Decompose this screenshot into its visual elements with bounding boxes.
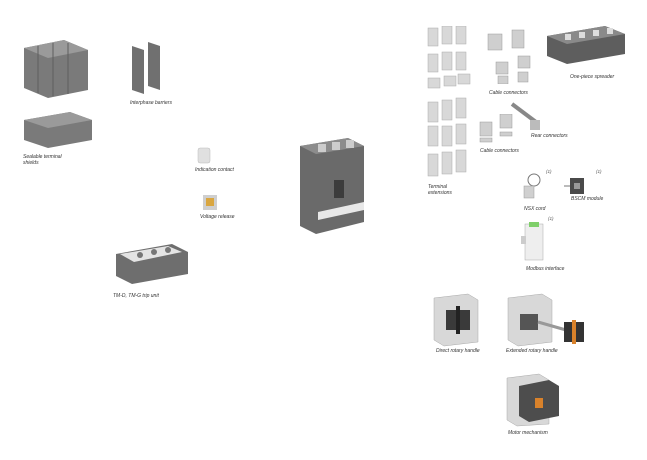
cable-connectors-bottom-image [478, 114, 518, 146]
footnote-bscm-module: (1) [596, 169, 602, 174]
one-piece-spreader-image [545, 24, 627, 64]
long-terminal-shield-image [20, 38, 90, 100]
voltage-release-image [201, 192, 219, 212]
label-modbus-interface: Modbus interface [526, 266, 565, 272]
label-direct-rotary-handle: Direct rotary handle [436, 348, 480, 354]
modbus-interface-image [519, 220, 547, 262]
extended-rotary-handle-image [506, 292, 588, 348]
label-terminal-extensions: Terminal extensions [428, 184, 452, 196]
label-rear-connectors: Rear connectors [531, 133, 568, 139]
label-cable-connectors-top: Cable connectors [489, 90, 528, 96]
short-terminal-shield-image [22, 110, 94, 150]
cable-connectors-top-image [486, 28, 532, 84]
label-motor-mechanism: Motor mechanism [508, 430, 548, 436]
rear-connectors-image [508, 100, 542, 134]
footnote-modbus-interface: (1) [548, 216, 554, 221]
indication-contact-image [197, 146, 211, 164]
label-sealable-terminal-shields: Sealable terminal shields [23, 154, 62, 166]
footnote-nsx-cord: (1) [546, 169, 552, 174]
nsx-cord-image [518, 172, 546, 200]
label-cable-connectors-bottom: Cable connectors [480, 148, 519, 154]
label-indication-contact: Indication contact [195, 167, 234, 173]
bscm-module-image [564, 174, 592, 196]
label-bscm-module: BSCM module [571, 196, 604, 202]
direct-rotary-handle-image [432, 292, 480, 348]
label-one-piece-spreader: One-piece spreader [570, 74, 615, 80]
circuit-breaker-image [298, 136, 366, 236]
label-trip-unit: TM-D, TM-G trip unit [113, 293, 159, 299]
label-nsx-cord: NSX cord [524, 206, 546, 212]
motor-mechanism-image [505, 372, 561, 428]
terminal-extensions-image [426, 26, 472, 180]
interphase-barriers-image [130, 42, 170, 97]
label-interphase-barriers: Interphase barriers [130, 100, 172, 106]
trip-unit-image [112, 240, 190, 288]
label-extended-rotary-handle: Extended rotary handle [506, 348, 558, 354]
label-voltage-release: Voltage release [200, 214, 235, 220]
